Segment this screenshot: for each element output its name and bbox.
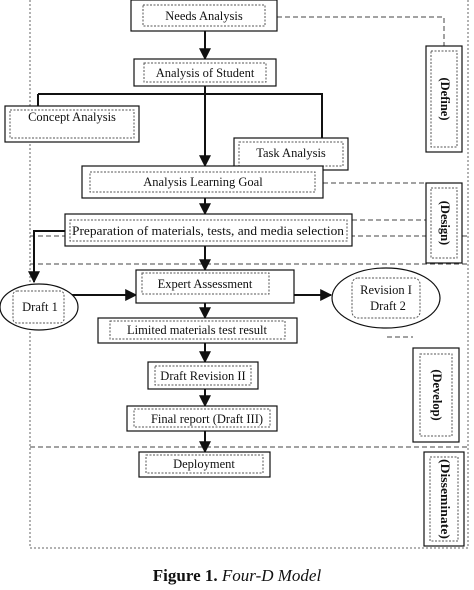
draft-revision-2-label: Draft Revision II	[160, 369, 245, 383]
phase-design-label: (Design)	[438, 201, 452, 245]
preparation-label: Preparation of materials, tests, and med…	[72, 224, 345, 238]
draft-revision-2-box: Draft Revision II	[147, 361, 259, 390]
expert-assessment-label: Expert Assessment	[158, 277, 253, 291]
analysis-learning-goal-box: Analysis Learning Goal	[81, 165, 324, 199]
final-report-label: Final report (Draft III)	[151, 412, 263, 426]
task-analysis-label: Task Analysis	[256, 146, 326, 160]
phase-connectors	[277, 16, 445, 338]
expert-assessment-box: Expert Assessment	[135, 269, 295, 304]
caption-label: Figure 1.	[152, 566, 218, 585]
final-report-box: Final report (Draft III)	[126, 405, 278, 432]
analysis-of-student-label: Analysis of Student	[156, 66, 255, 80]
flow-connectors	[28, 31, 333, 454]
concept-analysis-label: Concept Analysis	[28, 110, 116, 124]
phase-define: (Define)	[425, 45, 463, 153]
phase-define-label: (Define)	[438, 77, 452, 120]
revision-1-label: Revision I	[360, 283, 412, 297]
phase-develop: (Develop)	[412, 347, 460, 443]
needs-analysis-label: Needs Analysis	[165, 9, 243, 23]
needs-analysis-box: Needs Analysis	[130, 0, 278, 32]
deployment-label: Deployment	[173, 457, 235, 471]
draft-1-label: Draft 1	[22, 300, 58, 314]
limited-test-box: Limited materials test result	[97, 317, 298, 344]
phase-disseminate-label: (Disseminate)	[438, 459, 452, 539]
deployment-box: Deployment	[138, 451, 271, 478]
revision-1-ellipse: Revision I Draft 2	[331, 267, 441, 329]
phase-design: (Design)	[425, 182, 463, 264]
analysis-learning-goal-label: Analysis Learning Goal	[143, 175, 263, 189]
analysis-of-student-box: Analysis of Student	[133, 58, 277, 87]
caption-title: Four-D Model	[221, 566, 322, 585]
preparation-box: Preparation of materials, tests, and med…	[64, 213, 353, 247]
concept-analysis-box: Concept Analysis	[4, 105, 140, 143]
figure-caption: Figure 1. Four-D Model	[0, 566, 474, 586]
limited-test-label: Limited materials test result	[127, 323, 267, 337]
draft-1-ellipse: Draft 1	[0, 283, 79, 331]
draft-2-label: Draft 2	[370, 299, 406, 313]
phase-develop-label: (Develop)	[430, 369, 444, 420]
phase-disseminate: (Disseminate)	[423, 451, 465, 547]
task-analysis-box: Task Analysis	[233, 137, 349, 171]
